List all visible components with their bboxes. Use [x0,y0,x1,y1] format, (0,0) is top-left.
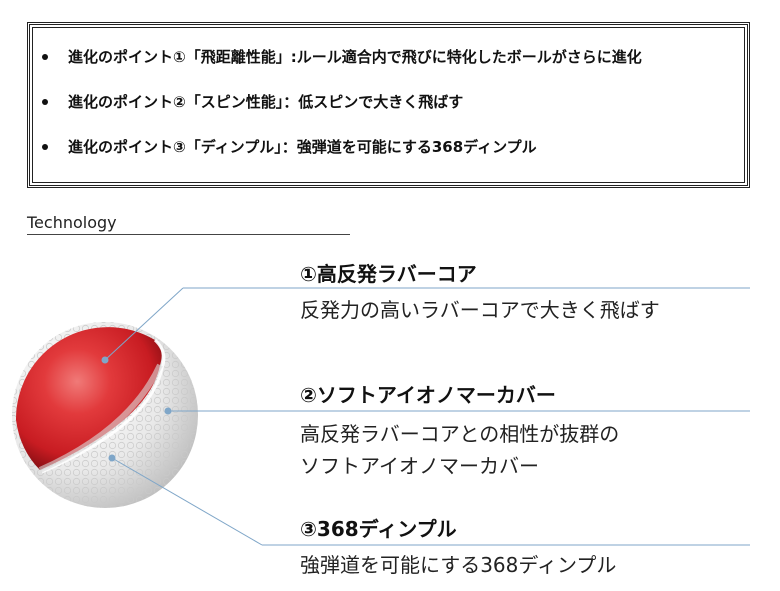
feature-3-title: ③368ディンプル [300,517,457,541]
feature-1-desc: 反発力の高いラバーコアで大きく飛ばす [300,298,660,322]
feature-2-desc-line-1: 高反発ラバーコアとの相性が抜群の [300,422,620,446]
evolution-point-1: 進化のポイント①「飛距離性能」:ルール適合内で飛びに特化したボールがさらに進化 [42,48,642,66]
feature-1-title: ①高反発ラバーコア [300,262,477,286]
feature-2-desc-line-2: ソフトアイオノマーカバー [300,454,539,478]
evolution-points-list: 進化のポイント①「飛距離性能」:ルール適合内で飛びに特化したボールがさらに進化 … [42,47,642,182]
evolution-point-2: 進化のポイント②「スピン性能」：低スピンで大きく飛ばす [42,92,642,112]
technology-underline [27,234,350,235]
evolution-points-box: 進化のポイント①「飛距離性能」:ルール適合内で飛びに特化したボールがさらに進化 … [27,22,750,188]
technology-heading: Technology [27,213,117,232]
feature-3-desc: 強弾道を可能にする368ディンプル [300,553,617,577]
evolution-point-3: 進化のポイント③「ディンプル」：強弾道を可能にする368ディンプル [42,137,642,157]
feature-2-title: ②ソフトアイオノマーカバー [300,383,556,407]
ball-core [15,327,162,470]
